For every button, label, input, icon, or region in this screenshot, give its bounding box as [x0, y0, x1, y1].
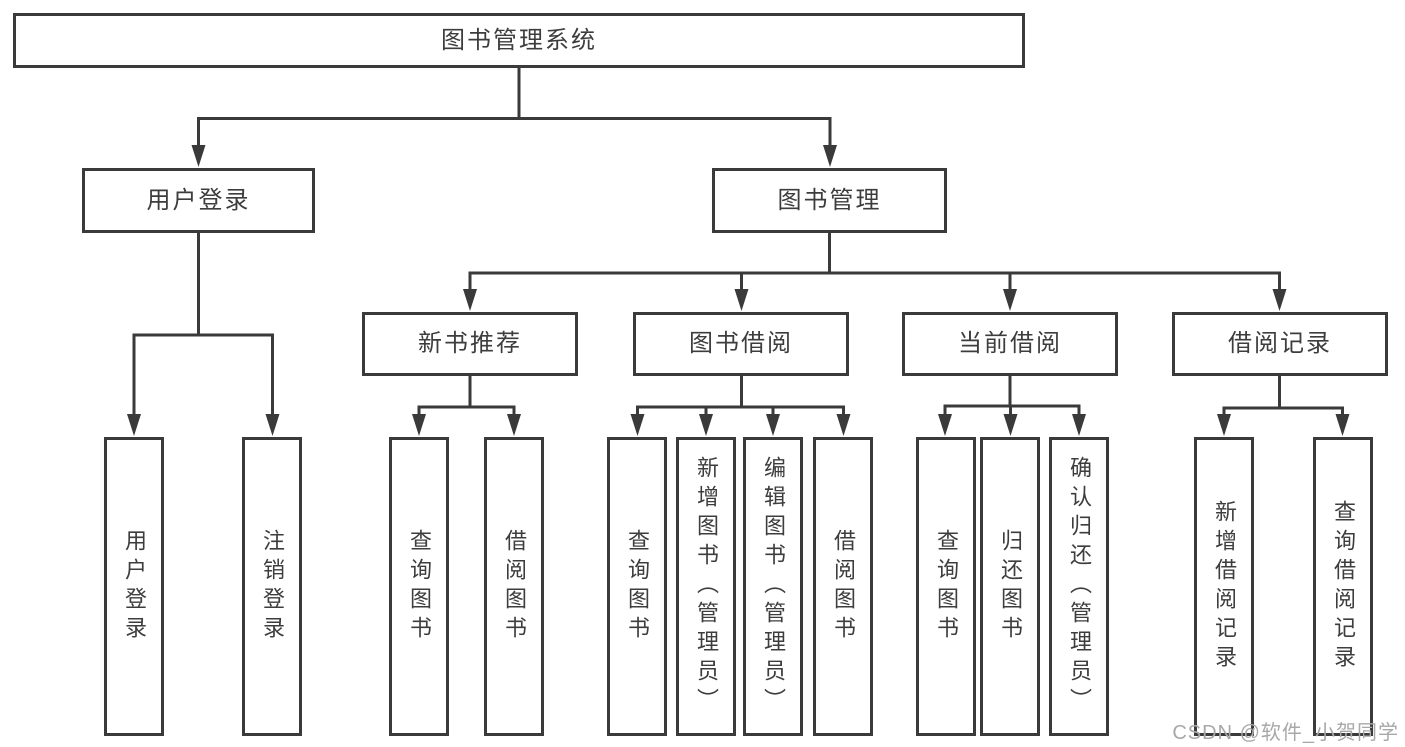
leaf-current-return-book-label: 归还图书	[998, 528, 1023, 645]
leaf-borrow-query-book: 查询图书	[607, 437, 667, 736]
leaf-newbook-query-book-label: 查询图书	[407, 528, 432, 645]
leaf-current-query-book: 查询图书	[916, 437, 976, 736]
connector-line	[468, 233, 1281, 296]
arrowhead-icon	[191, 145, 206, 167]
node-root-label: 图书管理系统	[441, 26, 597, 54]
leaf-newbook-borrow-book: 借阅图书	[484, 437, 544, 736]
arrowhead-icon	[1217, 414, 1231, 436]
node-borrow-records: 借阅记录	[1172, 312, 1388, 376]
arrowhead-icon	[1072, 414, 1086, 436]
arrowhead-icon	[734, 289, 749, 311]
leaf-user-login: 用户登录	[104, 437, 164, 736]
leaf-borrow-edit-book: 编辑图书（管理员）	[743, 437, 803, 736]
arrowhead-icon	[699, 414, 713, 436]
leaf-current-return-book: 归还图书	[980, 437, 1040, 736]
arrowhead-icon	[630, 414, 645, 436]
connector-line	[943, 375, 1081, 421]
leaf-current-confirm-return-label: 确认归还（管理员）	[1067, 456, 1092, 717]
connector-line	[197, 68, 832, 152]
arrowhead-icon	[412, 414, 426, 436]
node-borrow-records-label: 借阅记录	[1228, 330, 1332, 357]
node-new-book-recommend: 新书推荐	[362, 312, 578, 376]
leaf-borrow-borrow-book: 借阅图书	[813, 437, 873, 736]
arrowhead-icon	[507, 414, 521, 436]
connector-line	[636, 376, 845, 421]
leaf-borrow-add-book-label: 新增图书（管理员）	[694, 456, 719, 717]
leaf-records-query-record: 查询借阅记录	[1313, 437, 1373, 736]
node-book-management: 图书管理	[712, 168, 947, 233]
leaf-logout-login-label: 注销登录	[260, 528, 285, 645]
node-user-login: 用户登录	[82, 168, 315, 233]
watermark: CSDN @软件_小贺同学	[1172, 722, 1399, 744]
arrowhead-icon	[1003, 414, 1018, 436]
node-current-borrow: 当前借阅	[902, 312, 1118, 376]
arrowhead-icon	[823, 145, 837, 167]
arrowhead-icon	[1003, 289, 1017, 311]
arrowhead-icon	[938, 414, 952, 436]
arrowhead-icon	[127, 414, 141, 436]
leaf-newbook-query-book: 查询图书	[389, 437, 449, 736]
arrowhead-icon	[1335, 414, 1350, 436]
leaf-borrow-borrow-book-label: 借阅图书	[831, 528, 856, 645]
arrowhead-icon	[836, 414, 851, 436]
node-book-borrow: 图书借阅	[633, 312, 849, 376]
arrowhead-icon	[265, 414, 280, 436]
leaf-user-login-label: 用户登录	[122, 528, 147, 645]
node-new-book-recommend-label: 新书推荐	[418, 330, 522, 357]
connector-line	[132, 233, 274, 421]
node-root: 图书管理系统	[13, 13, 1025, 68]
arrowhead-icon	[1272, 289, 1287, 311]
leaf-current-confirm-return: 确认归还（管理员）	[1049, 437, 1109, 736]
leaf-newbook-borrow-book-label: 借阅图书	[502, 528, 527, 645]
leaf-current-query-book-label: 查询图书	[934, 528, 959, 645]
node-user-login-label: 用户登录	[146, 186, 251, 214]
leaf-logout-login: 注销登录	[242, 437, 302, 736]
leaf-borrow-add-book: 新增图书（管理员）	[676, 437, 736, 736]
leaf-records-add-record-label: 新增借阅记录	[1212, 499, 1237, 674]
leaf-borrow-edit-book-label: 编辑图书（管理员）	[761, 456, 786, 717]
leaf-records-add-record: 新增借阅记录	[1194, 437, 1254, 736]
leaf-borrow-query-book-label: 查询图书	[625, 528, 650, 645]
arrowhead-icon	[463, 289, 477, 311]
leaf-records-query-record-label: 查询借阅记录	[1331, 499, 1356, 674]
arrowhead-icon	[766, 414, 780, 436]
connector-line	[1222, 375, 1344, 421]
connector-line	[417, 376, 516, 421]
node-current-borrow-label: 当前借阅	[958, 330, 1062, 357]
node-book-borrow-label: 图书借阅	[689, 330, 793, 357]
node-book-management-label: 图书管理	[777, 186, 882, 214]
